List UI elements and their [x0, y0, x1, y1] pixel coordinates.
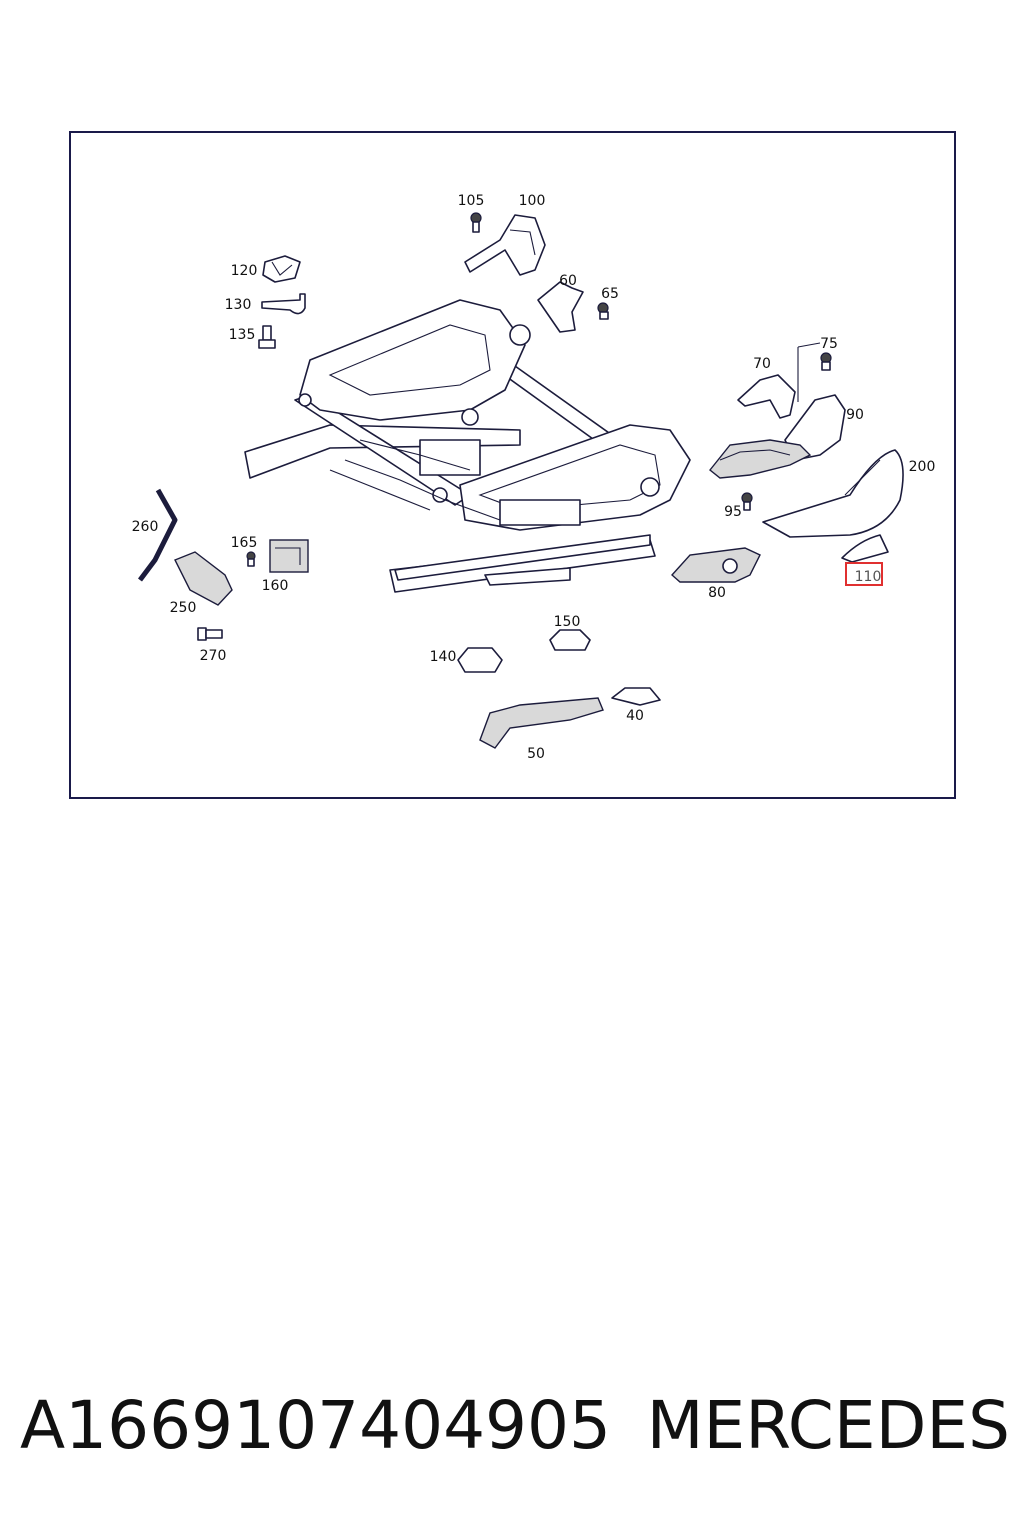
part-160-connector	[269, 539, 309, 573]
callout-90: 90	[846, 407, 864, 423]
part-165-screw	[246, 551, 256, 567]
callout-65: 65	[601, 286, 619, 302]
part-75-bolt	[820, 352, 832, 371]
callout-250: 250	[170, 600, 197, 616]
callout-160: 160	[262, 578, 289, 594]
part-caption: A1669107404905 MERCEDES	[20, 1380, 1010, 1470]
callout-270: 270	[200, 648, 227, 664]
callout-75: 75	[820, 336, 838, 352]
highlight-box-110	[845, 562, 883, 586]
callout-135: 135	[229, 327, 256, 343]
part-number: A1669107404905	[20, 1386, 612, 1464]
part-40-clip	[611, 687, 661, 706]
part-130-strap	[261, 293, 306, 315]
callout-150: 150	[554, 614, 581, 630]
callout-140: 140	[430, 649, 457, 665]
part-50-side-cover	[479, 697, 604, 749]
callout-50: 50	[527, 746, 545, 762]
brand-name: MERCEDES	[646, 1386, 1010, 1464]
callout-200: 200	[909, 459, 936, 475]
recliner-mechanism	[709, 439, 812, 479]
part-200-side-trim	[762, 449, 904, 538]
callout-130: 130	[225, 297, 252, 313]
callout-60: 60	[559, 273, 577, 289]
part-105-bolt	[470, 212, 482, 233]
part-100-bracket	[464, 214, 546, 276]
part-135-screw	[258, 325, 276, 349]
part-80-trim-panel	[671, 547, 761, 583]
part-270-screw	[197, 627, 223, 641]
callout-165: 165	[231, 535, 258, 551]
part-250-handle-cover	[174, 551, 233, 606]
callout-260: 260	[132, 519, 159, 535]
part-60-cover-plate	[537, 281, 584, 333]
callout-105: 105	[458, 193, 485, 209]
part-95-bolt	[741, 492, 753, 511]
part-70-lever-bracket	[737, 342, 821, 419]
seat-frame-illustration	[244, 299, 691, 593]
callout-70: 70	[753, 356, 771, 372]
part-110-clip	[841, 534, 889, 563]
callout-80: 80	[708, 585, 726, 601]
seat-frame-exploded-diagram: 105 100 120 60 65 130 135 75 70 90 200 9…	[132, 193, 936, 762]
part-65-bolt	[597, 302, 609, 320]
callout-labels: 105 100 120 60 65 130 135 75 70 90 200 9…	[132, 193, 936, 762]
callout-40: 40	[626, 708, 644, 724]
callout-120: 120	[231, 263, 258, 279]
callout-95: 95	[724, 504, 742, 520]
callout-110: 110	[855, 569, 882, 585]
part-260-rod	[138, 488, 178, 582]
part-140-cap	[457, 647, 503, 673]
part-120-clip	[262, 255, 301, 283]
callout-100: 100	[519, 193, 546, 209]
part-150-cap	[549, 629, 591, 651]
